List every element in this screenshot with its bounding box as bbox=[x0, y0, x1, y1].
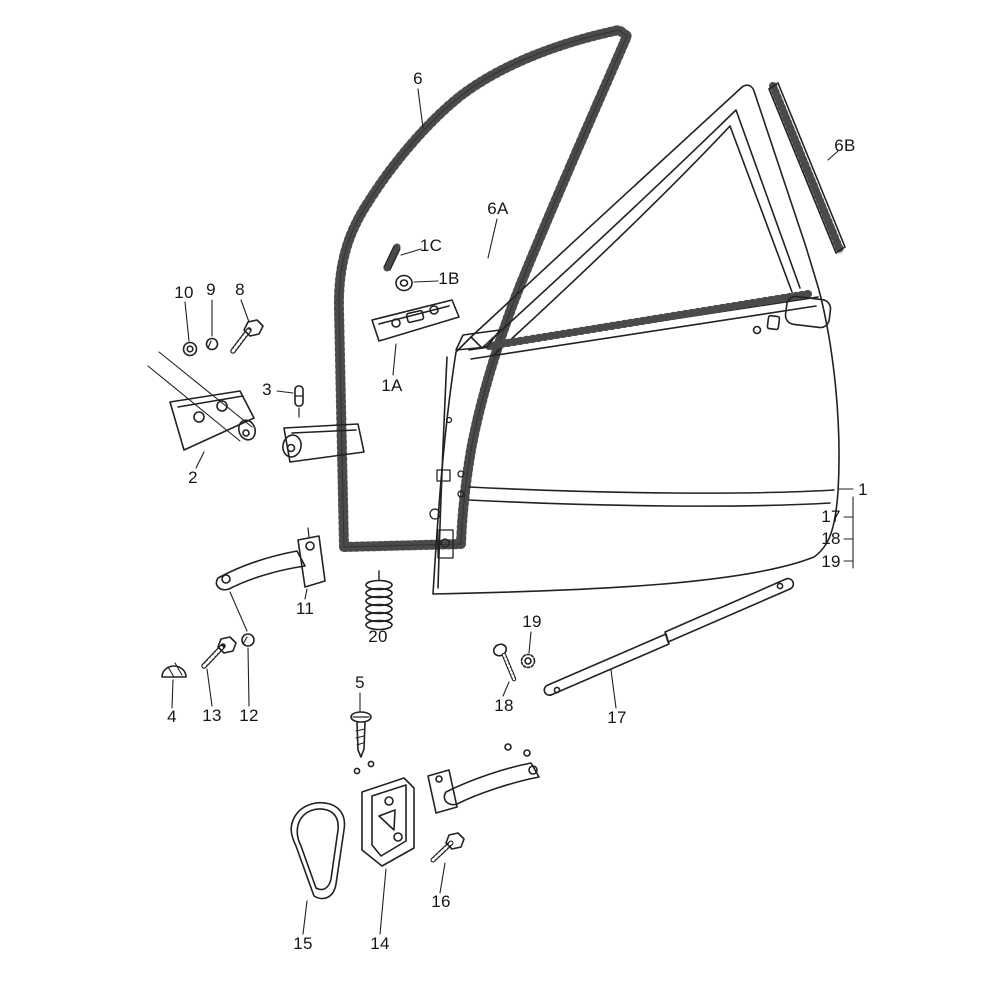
lock-washer-9 bbox=[205, 337, 219, 351]
check-strap-lower bbox=[427, 743, 540, 814]
bolt-8 bbox=[230, 319, 264, 354]
striker-plate-1a bbox=[371, 299, 460, 342]
screw-18 bbox=[492, 643, 517, 682]
gasket-15 bbox=[290, 802, 346, 900]
cap-4 bbox=[161, 662, 187, 678]
check-strap-11 bbox=[215, 527, 326, 591]
grommet-1b bbox=[395, 274, 413, 292]
door-seal bbox=[333, 25, 632, 552]
spring-pin-1c bbox=[383, 243, 401, 272]
bar-17 bbox=[543, 577, 795, 697]
leader-lines bbox=[147, 88, 854, 935]
bracket-14 bbox=[353, 760, 415, 867]
pin-3 bbox=[294, 385, 304, 418]
door-panel bbox=[429, 84, 840, 595]
lock-washer-12 bbox=[241, 633, 255, 647]
nut-19 bbox=[520, 653, 536, 669]
window-trim-6b bbox=[768, 82, 846, 254]
spring-20 bbox=[365, 570, 393, 631]
hinge-2 bbox=[169, 390, 257, 451]
bolt-16 bbox=[430, 832, 465, 863]
bolt-13 bbox=[201, 636, 237, 669]
screw-5 bbox=[350, 711, 372, 758]
hinge-upper bbox=[282, 423, 365, 463]
washer-10 bbox=[182, 341, 198, 357]
